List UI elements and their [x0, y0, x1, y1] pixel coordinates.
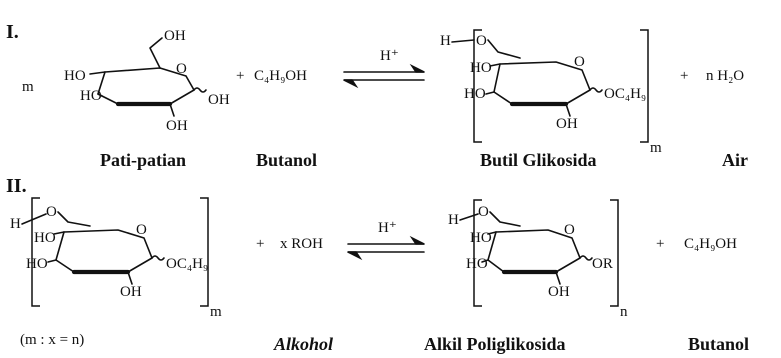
svg-text:OH: OH: [120, 284, 142, 300]
alcohol-formula: x ROH: [280, 236, 323, 252]
alkoxy-substituent: OR: [592, 256, 613, 272]
svg-text:HO: HO: [470, 230, 492, 246]
catalyst-2: H⁺: [378, 220, 397, 236]
plus-2a: +: [256, 236, 264, 252]
reaction-1-numeral: I.: [6, 21, 19, 43]
starch-structure: m OH O HO HO OH OH: [22, 28, 230, 134]
water-label: Air: [722, 150, 748, 170]
svg-text:OH: OH: [556, 116, 578, 132]
svg-text:H: H: [448, 212, 459, 228]
reaction-2-numeral: II.: [6, 175, 27, 197]
svg-text:m: m: [650, 140, 662, 156]
alkyl-polyglycoside-structure: n H O O HO HO OH OR: [448, 199, 628, 320]
svg-text:O: O: [176, 61, 187, 77]
butanol-formula: C₄H₉OH: [254, 68, 307, 84]
reaction-1: I. m OH O HO HO OH OH Pati-patian: [6, 21, 748, 170]
plus-2b: +: [656, 236, 664, 252]
svg-text:O: O: [136, 222, 147, 238]
svg-text:HO: HO: [80, 88, 102, 104]
butanol-label: Butanol: [256, 150, 317, 170]
svg-text:m: m: [210, 304, 222, 320]
svg-text:HO: HO: [34, 230, 56, 246]
starch-label: Pati-patian: [100, 150, 186, 170]
svg-text:OH: OH: [208, 92, 230, 108]
plus-1a: +: [236, 68, 244, 84]
svg-text:O: O: [564, 222, 575, 238]
butanol-product-label: Butanol: [688, 334, 749, 354]
svg-text:OH: OH: [166, 118, 188, 134]
butanol-product-formula: C₄H₉OH: [684, 236, 737, 252]
svg-text:HO: HO: [464, 86, 486, 102]
svg-text:HO: HO: [64, 68, 86, 84]
svg-text:HO: HO: [470, 60, 492, 76]
plus-1b: +: [680, 68, 688, 84]
svg-text:OH: OH: [164, 28, 186, 44]
svg-text:OH: OH: [548, 284, 570, 300]
alkyl-polyglycoside-label: Alkil Poliglikosida: [424, 334, 566, 354]
svg-text:O: O: [478, 204, 489, 220]
stoichiometry-note: (m : x = n): [20, 332, 84, 348]
water-formula: n H₂O: [706, 68, 744, 84]
svg-text:H: H: [440, 33, 451, 49]
butyl-glycoside-reactant-structure: m H O O HO HO OH OC₄H₉: [10, 197, 222, 320]
svg-text:O: O: [476, 33, 487, 49]
butyl-glycoside-structure: m H O O HO HO OH OC₄H₉: [440, 29, 662, 156]
svg-text:n: n: [620, 304, 628, 320]
svg-text:O: O: [46, 204, 57, 220]
alcohol-label: Alkohol: [273, 334, 333, 354]
butoxy-substituent: OC₄H₉: [604, 86, 646, 102]
svg-text:HO: HO: [26, 256, 48, 272]
svg-text:H: H: [10, 216, 21, 232]
catalyst-1: H⁺: [380, 48, 399, 64]
starch-coefficient: m: [22, 79, 34, 95]
butyl-glycoside-label: Butil Glikosida: [480, 150, 597, 170]
svg-text:OC₄H₉: OC₄H₉: [166, 256, 208, 272]
svg-text:O: O: [574, 54, 585, 70]
reaction-2: II. m H O O HO HO OH OC₄H₉ (m : x = n) +…: [6, 175, 749, 354]
equilibrium-arrow-2: H⁺: [347, 220, 425, 261]
equilibrium-arrow-1: H⁺: [343, 48, 425, 89]
svg-text:HO: HO: [466, 256, 488, 272]
